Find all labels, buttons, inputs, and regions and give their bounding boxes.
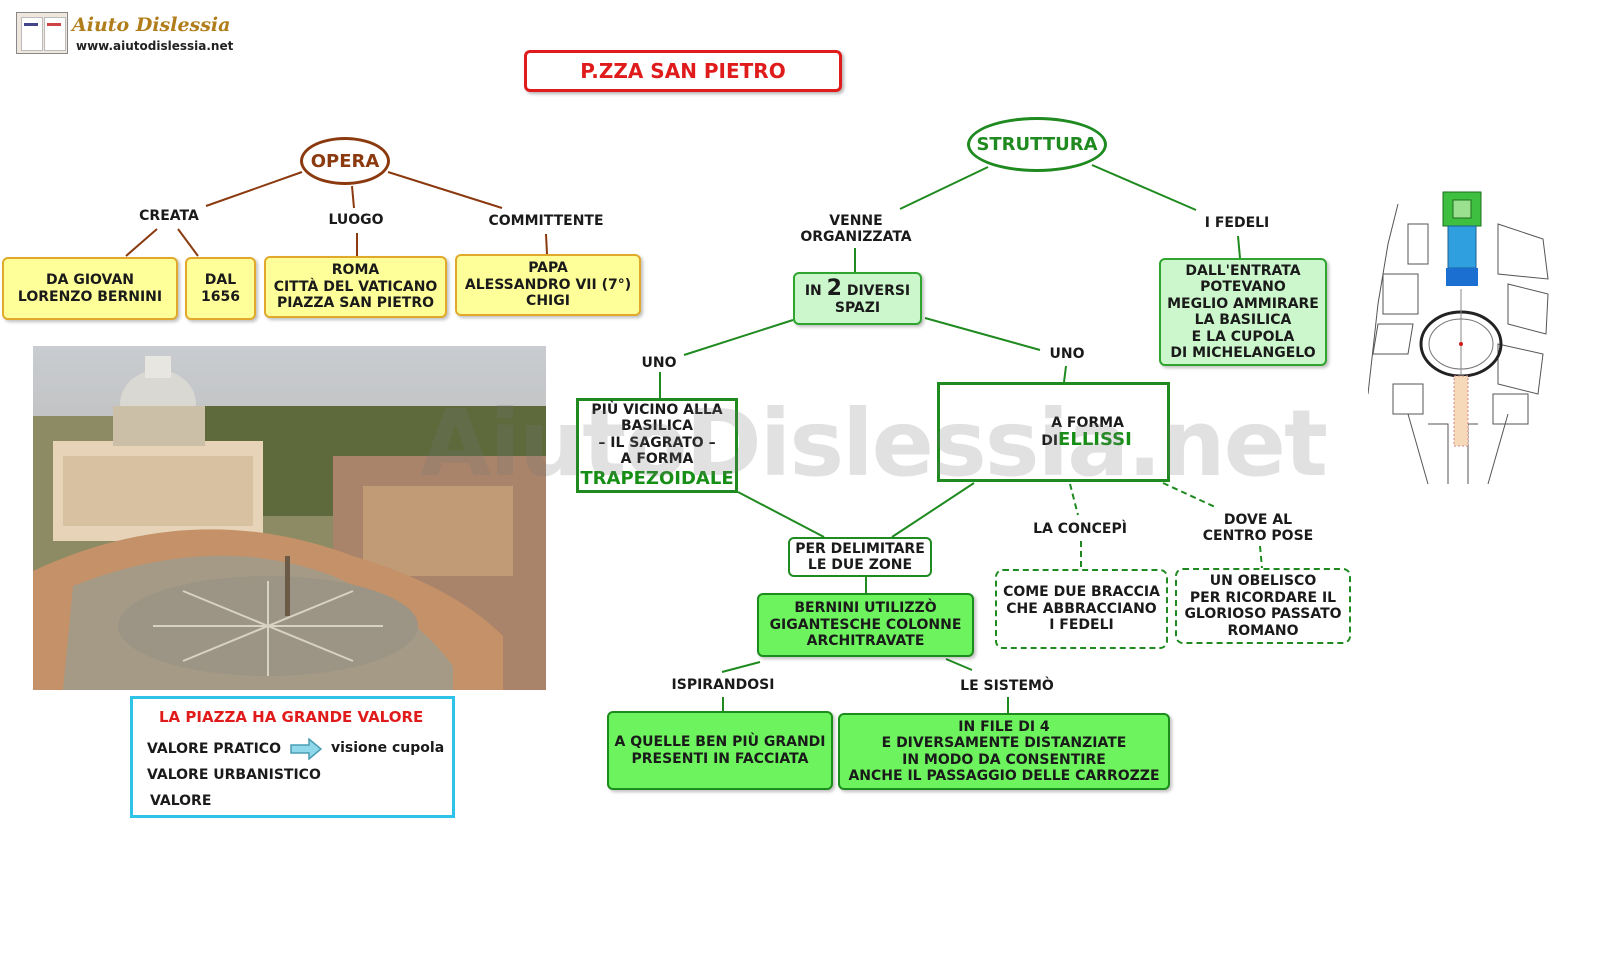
logo-name: Aiuto Dislessia <box>72 14 231 36</box>
fedeli-label: I FEDELI <box>1204 215 1270 231</box>
line-in2-uno-right <box>924 317 1041 351</box>
piazza-plan-map <box>1368 184 1551 484</box>
ellissi-box: A FORMA DI ELLISSI <box>937 382 1170 482</box>
file-box: IN FILE DI 4 E DIVERSAMENTE DISTANZIATE … <box>838 713 1170 790</box>
book-icon <box>16 12 68 54</box>
line-uno-ellissi <box>1063 365 1067 383</box>
logo-url: www.aiutodislessia.net <box>76 39 234 53</box>
line-committente-papa <box>545 233 548 255</box>
luogo-label: LUOGO <box>328 212 384 228</box>
piazza-photo-illustration <box>33 346 546 690</box>
line-struttura-venne <box>899 166 989 210</box>
valore-pratico: VALORE PRATICO <box>147 741 281 757</box>
line-creata-bernini <box>125 228 158 257</box>
visione-cupola: visione cupola <box>331 740 445 756</box>
arrow-right-icon <box>290 738 322 760</box>
creata-label: CREATA <box>139 208 199 224</box>
line-in2-uno-left <box>683 319 794 356</box>
line-ellissi-concepi <box>1069 483 1079 516</box>
entrata-box: DALL'ENTRATA POTEVANO MEGLIO AMMIRARE LA… <box>1159 258 1327 366</box>
piazza-photo <box>33 346 546 690</box>
valore-box: LA PIAZZA HA GRANDE VALORE VALORE PRATIC… <box>130 696 455 818</box>
uno-right-label: UNO <box>1049 346 1085 362</box>
logo: Aiuto Dislessia www.aiutodislessia.net <box>16 12 233 58</box>
line-dove-obelisco <box>1259 545 1263 569</box>
struttura-node: STRUTTURA <box>967 117 1107 172</box>
valore-urbanistico: VALORE URBANISTICO <box>147 767 321 783</box>
valore-generic: VALORE <box>150 793 212 809</box>
plan-map-illustration <box>1368 184 1551 484</box>
committente-label: COMMITTENTE <box>488 213 604 229</box>
sistemo-label: LE SISTEMÒ <box>960 678 1054 694</box>
vicino-box: PIÙ VICINO ALLA BASILICA – IL SAGRATO – … <box>576 398 738 493</box>
line-ellissi-delimitare <box>891 482 975 538</box>
line-opera-committente <box>387 171 503 209</box>
line-opera-luogo <box>351 185 355 209</box>
line-fedeli-entrata <box>1237 235 1241 259</box>
line-colonne-ispirandosi <box>721 661 761 673</box>
line-vicino-delimitare <box>737 491 825 538</box>
valore-title: LA PIAZZA HA GRANDE VALORE <box>159 708 424 726</box>
line-creata-dal <box>177 228 199 257</box>
obelisco-box: UN OBELISCO PER RICORDARE IL GLORIOSO PA… <box>1175 568 1351 644</box>
line-opera-creata <box>205 171 303 207</box>
uno-left-label: UNO <box>641 355 677 371</box>
line-ellissi-dove <box>1162 482 1216 508</box>
line-colonne-sistemo <box>945 658 973 671</box>
concepi-label: LA CONCEPÌ <box>1033 521 1127 537</box>
ispirandosi-label: ISPIRANDOSI <box>671 677 775 693</box>
line-struttura-fedeli <box>1091 164 1197 211</box>
opera-node: OPERA <box>300 137 390 185</box>
page-title: P.ZZA SAN PIETRO <box>524 50 842 92</box>
